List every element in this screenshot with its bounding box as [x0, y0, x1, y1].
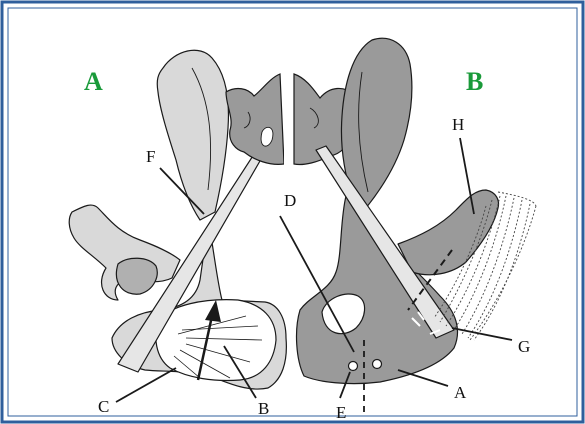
callout-f: F	[146, 147, 155, 166]
right-foramen-right	[373, 360, 382, 369]
callout-d: D	[284, 191, 296, 210]
leader-c	[116, 368, 176, 402]
right-foramen-left	[349, 362, 358, 371]
callout-a: A	[454, 383, 467, 402]
sacrum-left	[226, 74, 284, 164]
right-lateral-process	[398, 190, 499, 275]
panel-label-a: A	[84, 67, 103, 96]
panel-label-b: B	[466, 67, 483, 96]
callout-c: C	[98, 397, 109, 416]
left-ilium-wing	[157, 50, 228, 220]
callout-g: G	[518, 337, 530, 356]
callout-e: E	[336, 403, 346, 422]
leader-a	[398, 370, 448, 386]
leader-g	[452, 328, 512, 340]
left-acetabulum	[116, 258, 157, 294]
sacrum	[226, 74, 354, 165]
callout-b: B	[258, 399, 269, 418]
callout-h: H	[452, 115, 464, 134]
